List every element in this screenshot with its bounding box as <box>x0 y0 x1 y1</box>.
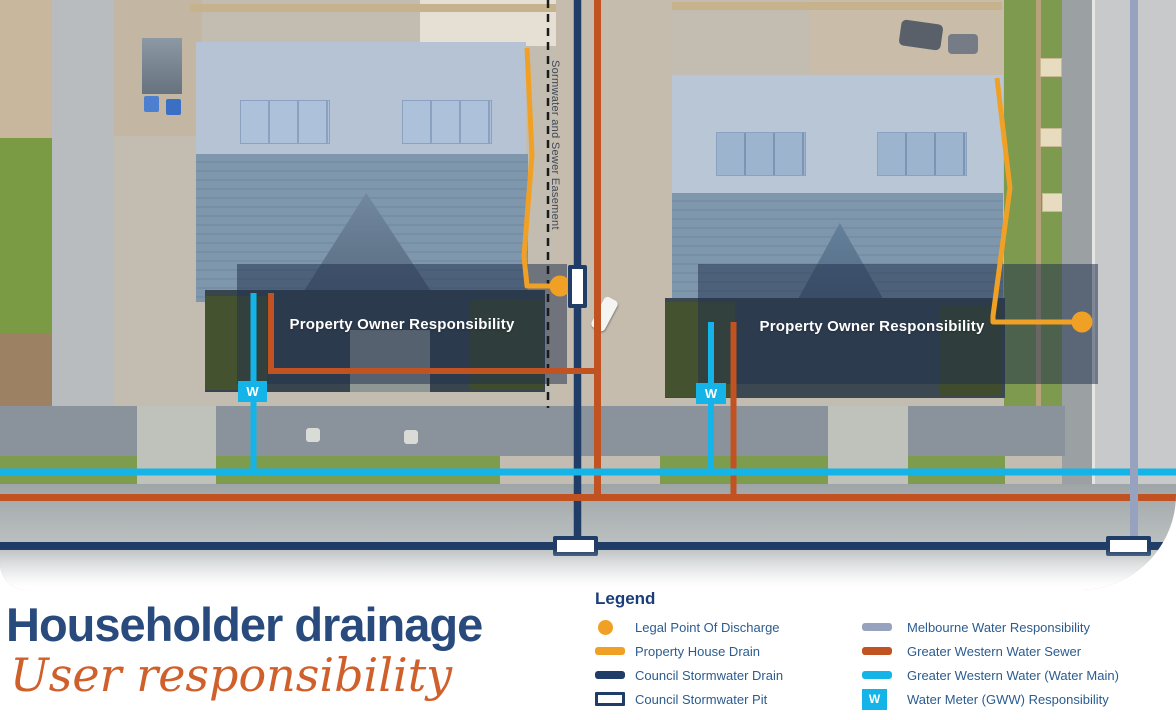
discharge-dot-icon <box>598 619 613 635</box>
legend-title: Legend <box>595 589 656 608</box>
legend-item-council-stormwater-drain: Council Stormwater Drain <box>595 663 783 687</box>
legend: Legend Legal Point Of Discharge Property… <box>595 589 1170 710</box>
stormwater-pit-icon <box>595 692 625 706</box>
legend-column-2: Melbourne Water Responsibility Greater W… <box>862 615 1119 711</box>
legend-item-water-meter: W Water Meter (GWW) Responsibility <box>862 687 1119 711</box>
water-meter-icon: W <box>862 688 887 710</box>
melbourne-water-line-icon <box>862 623 892 631</box>
sewer-line-icon <box>862 647 892 655</box>
page-title: Householder drainage <box>6 598 483 651</box>
legend-item-council-stormwater-pit: Council Stormwater Pit <box>595 687 783 711</box>
stormwater-line-icon <box>595 671 625 679</box>
legend-item-melbourne-water: Melbourne Water Responsibility <box>862 615 1119 639</box>
page-subtitle: User responsibility <box>10 648 453 702</box>
legend-item-property-house-drain: Property House Drain <box>595 639 783 663</box>
legend-item-gww-sewer: Greater Western Water Sewer <box>862 639 1119 663</box>
legend-item-gww-water-main: Greater Western Water (Water Main) <box>862 663 1119 687</box>
photo-bottom-fade <box>0 0 1176 590</box>
drain-line-icon <box>595 647 625 655</box>
water-main-line-icon <box>862 671 892 679</box>
legend-column-1: Legal Point Of Discharge Property House … <box>595 615 783 711</box>
legend-item-legal-point-of-discharge: Legal Point Of Discharge <box>595 615 783 639</box>
aerial-photo: W W Property Owner Responsibility Proper… <box>0 0 1176 590</box>
